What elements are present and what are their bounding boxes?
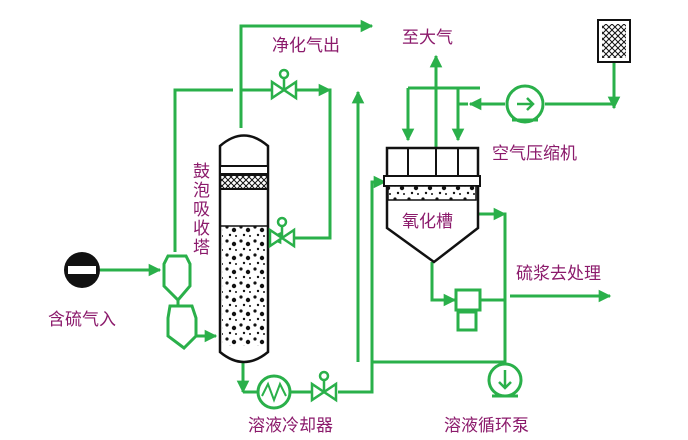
gate-valve-icon[interactable] xyxy=(268,216,296,249)
to-atmosphere-label: 至大气 xyxy=(402,28,453,48)
pump-icon[interactable] xyxy=(505,84,545,124)
gate-valve-icon[interactable] xyxy=(270,68,298,101)
oxidation-tank xyxy=(383,146,481,264)
purified-gas-out-label: 净化气出 xyxy=(272,36,340,56)
sulfur-slurry-label: 硫浆去处理 xyxy=(516,264,601,284)
tower-top-feed-pipe xyxy=(173,88,233,252)
bubble-absorber-tower xyxy=(218,134,270,364)
sulfur-gas-inlet-icon xyxy=(64,252,100,288)
gas-inlet-distributor xyxy=(162,254,198,350)
solution-cooler-label: 溶液冷却器 xyxy=(248,416,333,436)
pump-icon[interactable] xyxy=(487,362,523,398)
gate-valve-icon[interactable] xyxy=(310,370,338,403)
air-compressor-label: 空气压缩机 xyxy=(492,144,577,164)
sulfur-gas-in-label: 含硫气入 xyxy=(48,310,116,330)
air-filter-icon xyxy=(597,19,631,63)
oxidation-tank-label: 氧化槽 xyxy=(402,212,453,232)
heat-exchanger-icon xyxy=(256,374,292,410)
bubble-absorber-label: 鼓泡吸收塔 xyxy=(189,162,209,257)
purified-gas-pipe xyxy=(239,19,374,128)
slurry-separator xyxy=(454,288,482,332)
solution-pump-label: 溶液循环泵 xyxy=(444,416,529,436)
pipework xyxy=(100,19,621,394)
